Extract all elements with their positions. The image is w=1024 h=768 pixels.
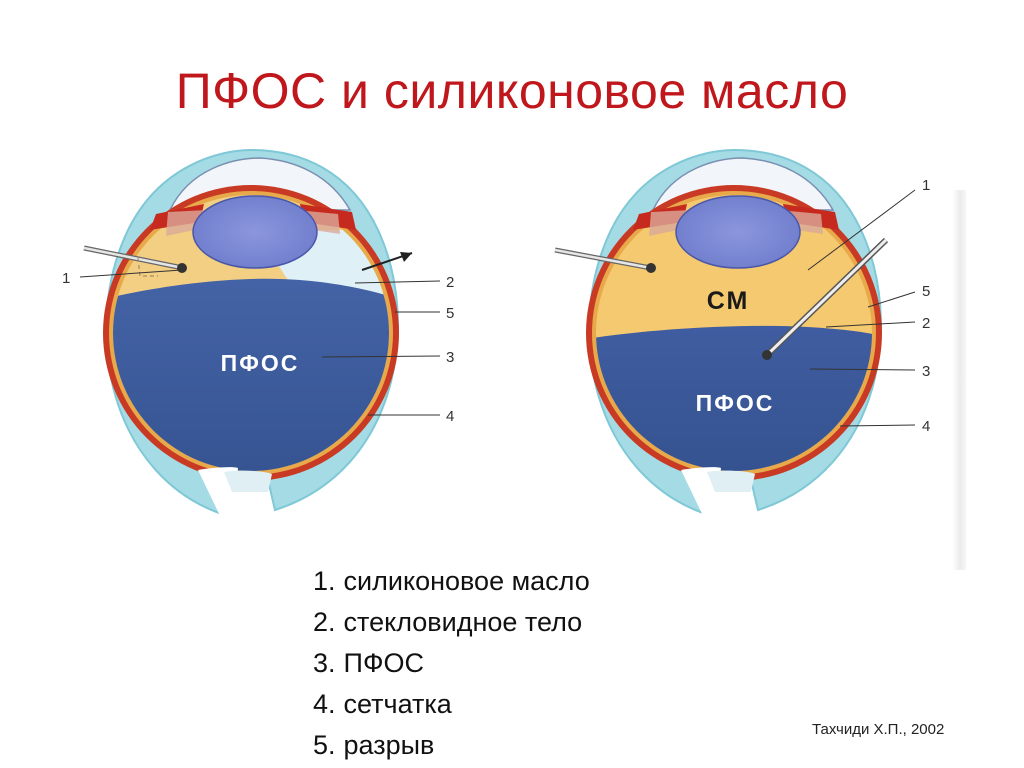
legend-item: 3.ПФОС [313, 648, 424, 678]
left-eye: ПФОС 1 2 5 3 4 [62, 148, 454, 520]
image-edge [952, 190, 966, 570]
left-lens [192, 195, 318, 269]
right-pfos-label: ПФОС [696, 390, 775, 416]
right-eye: СМ ПФОС 1 5 2 3 4 [554, 148, 930, 520]
slide-title: ПФОС и силиконовое масло [175, 63, 849, 119]
right-pointer-1: 1 [922, 177, 930, 194]
left-pointer-2: 2 [446, 274, 454, 291]
legend-item: 2.стекловидное тело [313, 607, 583, 637]
legend-item: 1.силиконовое масло [313, 566, 590, 596]
left-pointer-3: 3 [446, 349, 454, 366]
left-pointer-4: 4 [446, 408, 454, 425]
left-pfos-label: ПФОС [221, 350, 300, 376]
left-pfos-layer [113, 278, 389, 471]
right-pointer-4: 4 [922, 418, 930, 435]
legend-item: 4.сетчатка [313, 689, 452, 719]
right-pointer-5: 5 [922, 283, 930, 300]
right-cm-label: СМ [707, 287, 750, 315]
left-pointer-5: 5 [446, 305, 454, 322]
left-pointer-1: 1 [62, 270, 70, 287]
author-credit: Тахчиди Х.П., 2002 [812, 721, 945, 738]
legend-list: 1.силиконовое масло 2.стекловидное тело … [313, 561, 590, 766]
right-pointer-3: 3 [922, 363, 930, 380]
right-pointer-2: 2 [922, 315, 930, 332]
right-lens [675, 195, 801, 269]
eye-diagrams: ПФОС 1 2 5 3 4 [62, 148, 931, 520]
legend-item: 5.разрыв [313, 730, 435, 760]
